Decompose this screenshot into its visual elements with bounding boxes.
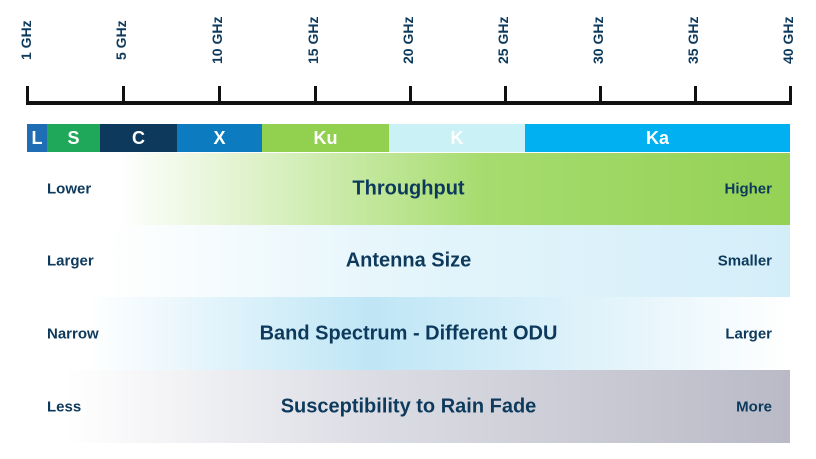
band-ku: Ku <box>262 124 389 152</box>
tick-label: 5 GHz <box>113 20 129 60</box>
tick-label: 15 GHz <box>305 16 321 64</box>
band-spectrum-row: Narrow Band Spectrum - Different ODU Lar… <box>27 297 790 370</box>
band-ka: Ka <box>525 124 790 152</box>
row-right-label: More <box>736 398 772 415</box>
tick-mark <box>26 86 29 103</box>
band-l: L <box>27 124 47 152</box>
tick-mark <box>599 86 602 103</box>
row-left-label: Lower <box>47 180 92 198</box>
tick-mark <box>504 86 507 103</box>
tick-label: 1 GHz <box>18 20 34 60</box>
row-right-label: Higher <box>724 180 772 198</box>
rain-fade-row: Less Susceptibility to Rain Fade More <box>27 370 790 443</box>
row-title: Susceptibility to Rain Fade <box>280 395 537 417</box>
tick-mark <box>314 86 317 103</box>
row-left-label: Larger <box>47 252 94 270</box>
band-x: X <box>177 124 262 152</box>
band-c: C <box>100 124 177 152</box>
row-left-label: Narrow <box>47 325 99 342</box>
row-title: Band Spectrum - Different ODU <box>259 322 558 344</box>
tick-label: 40 GHz <box>780 16 796 64</box>
tick-label: 10 GHz <box>209 16 225 64</box>
tick-label: 25 GHz <box>495 16 511 64</box>
tick-mark <box>218 86 221 103</box>
tick-mark <box>694 86 697 103</box>
antenna-size-row: Larger Antenna Size Smaller <box>27 225 790 297</box>
tick-mark <box>789 86 792 103</box>
tick-label: 35 GHz <box>685 16 701 64</box>
axis-line <box>26 101 792 105</box>
tick-mark <box>409 86 412 103</box>
band-k: K <box>389 124 525 152</box>
row-right-label: Smaller <box>717 252 772 270</box>
band-s: S <box>47 124 100 152</box>
throughput-row: Lower Throughput Higher <box>27 153 790 225</box>
row-title: Throughput <box>352 177 465 200</box>
tick-label: 30 GHz <box>590 16 606 64</box>
tick-mark <box>122 86 125 103</box>
row-title: Antenna Size <box>345 249 472 272</box>
tick-label: 20 GHz <box>400 16 416 64</box>
row-right-label: Larger <box>725 325 772 342</box>
row-left-label: Less <box>47 398 82 415</box>
